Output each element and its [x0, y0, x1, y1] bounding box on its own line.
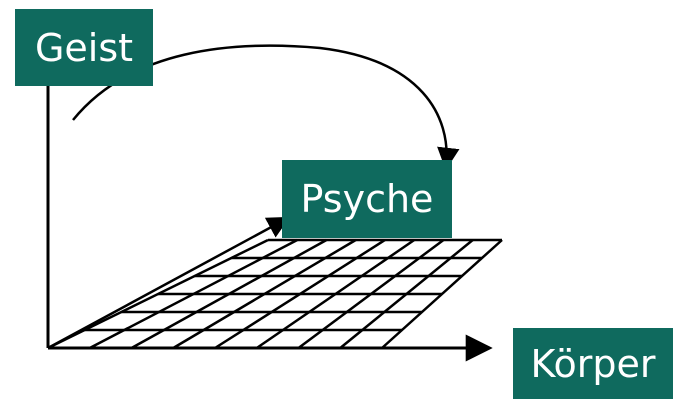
depth-axis-arrow: [47, 216, 290, 350]
grid-plane: [47, 238, 503, 350]
grid-column-line: [256, 238, 415, 350]
grid-column-line: [47, 238, 269, 350]
psyche-label: Psyche: [282, 160, 452, 238]
grid-column-line: [130, 238, 328, 350]
geist-label: Geist: [15, 9, 153, 86]
grid-column-line: [381, 239, 503, 349]
grid-column-line: [339, 239, 474, 349]
grid-column-line: [297, 238, 445, 350]
grid-column-line: [172, 238, 357, 350]
grid-column-line: [214, 238, 386, 350]
grid-column-line: [89, 238, 298, 350]
koerper-label: Körper: [513, 328, 673, 399]
